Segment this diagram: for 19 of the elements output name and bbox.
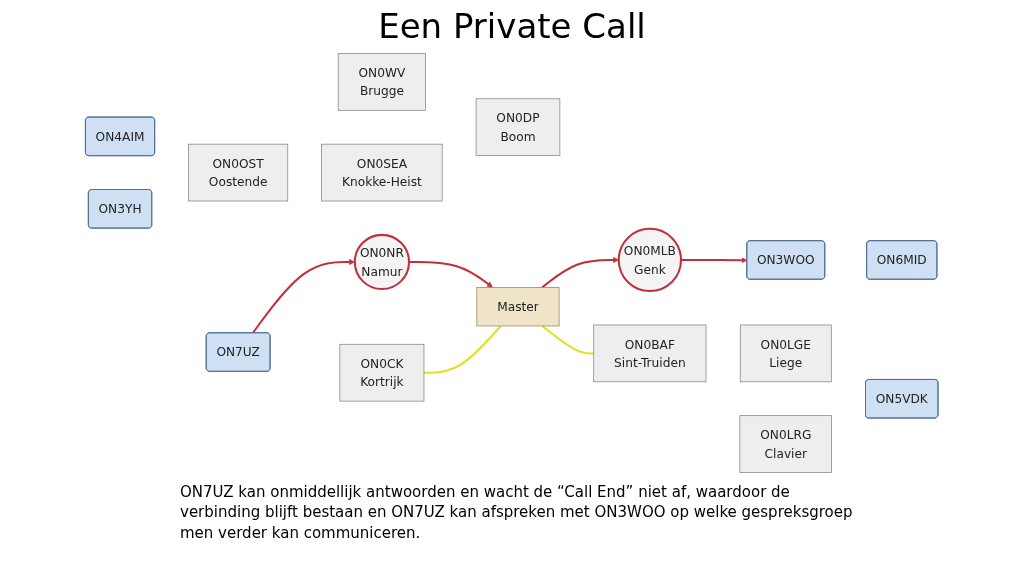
node-box: ON0OST Oostende xyxy=(188,143,289,202)
arrow xyxy=(409,260,494,288)
node-box: ON0SEA Knokke-Heist xyxy=(321,143,443,202)
title: Een Private Call xyxy=(377,6,647,46)
node-box: ON0CK Kortrijk xyxy=(339,343,425,402)
arrow xyxy=(252,259,356,334)
node-box: ON0LRG Clavier xyxy=(739,415,833,473)
arrow xyxy=(541,257,620,289)
node-circle: ON0NR Namur xyxy=(354,233,411,291)
node-box: Master xyxy=(476,287,560,327)
node-box: ON0BAF Sint-Truiden xyxy=(593,324,707,383)
node-box: ON0DP Boom xyxy=(476,98,561,156)
arrow xyxy=(681,257,748,264)
connector xyxy=(541,325,594,355)
connector xyxy=(424,325,502,374)
node-box: ON0LGE Liege xyxy=(740,324,832,383)
caption: ON7UZ kan onmiddellijk antwoorden en wacht de “Call End” niet af, waardoor de verbinding blijft bestaan en ON7UZ kan afspreken met ON3WOO op welke gespreksgroep men verder kan communiceren. xyxy=(180,482,854,543)
node-circle: ON0MLB Genk xyxy=(618,227,683,293)
node-box: ON0WV Brugge xyxy=(338,53,427,111)
